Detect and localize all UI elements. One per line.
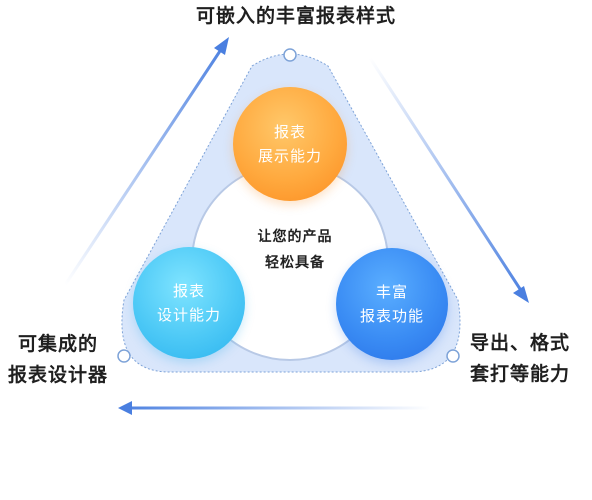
caption-right-line-2: 套打等能力 (470, 363, 571, 385)
caption-right: 导出、格式 套打等能力 (470, 328, 570, 390)
center-label: 让您的产品 轻松具备 (225, 224, 365, 276)
arrow-bottom-left (118, 401, 430, 415)
caption-left-line-2: 报表设计器 (7, 364, 108, 386)
bubble-report-features-line-2: 报表功能 (359, 307, 424, 325)
center-label-line-1: 让您的产品 (257, 229, 333, 245)
bubble-report-display: 报表 展示能力 (233, 87, 347, 201)
connector-dot-left (117, 349, 131, 363)
bubble-report-features: 丰富 报表功能 (336, 248, 448, 360)
arrow-right-down (368, 57, 529, 303)
connector-dot-right (446, 349, 460, 363)
bubble-report-design-line-1: 报表 (172, 282, 205, 300)
caption-left-line-1: 可集成的 (17, 333, 98, 355)
bubble-report-display-line-1: 报表 (273, 123, 306, 141)
center-label-line-2: 轻松具备 (265, 255, 325, 271)
bubble-report-design: 报表 设计能力 (133, 247, 245, 359)
bubble-report-features-line-1: 丰富 (375, 283, 408, 301)
bubble-report-design-line-2: 设计能力 (156, 306, 221, 324)
caption-top: 可嵌入的丰富报表样式 (0, 1, 592, 32)
connector-dot-top (283, 48, 297, 62)
arrow-left-up (63, 37, 229, 286)
caption-top-text: 可嵌入的丰富报表样式 (195, 5, 396, 27)
caption-right-line-1: 导出、格式 (470, 332, 571, 354)
caption-left: 可集成的 报表设计器 (2, 329, 114, 391)
bubble-report-display-line-2: 展示能力 (257, 147, 322, 165)
